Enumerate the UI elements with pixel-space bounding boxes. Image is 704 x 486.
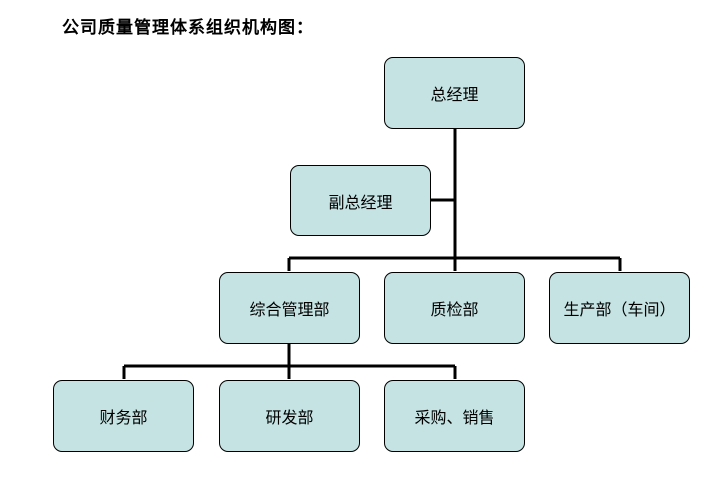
node-qc-dept: 质检部	[384, 272, 525, 344]
node-production-dept: 生产部（车间）	[549, 272, 690, 344]
node-rnd-dept: 研发部	[219, 380, 360, 452]
node-finance-dept: 财务部	[53, 380, 194, 452]
chart-title: 公司质量管理体系组织机构图：	[62, 18, 314, 38]
node-purchase-sales: 采购、销售	[384, 380, 525, 452]
node-deputy-general-manager: 副总经理	[290, 165, 431, 236]
node-general-manager: 总经理	[384, 57, 525, 129]
node-admin-dept: 综合管理部	[219, 272, 360, 344]
